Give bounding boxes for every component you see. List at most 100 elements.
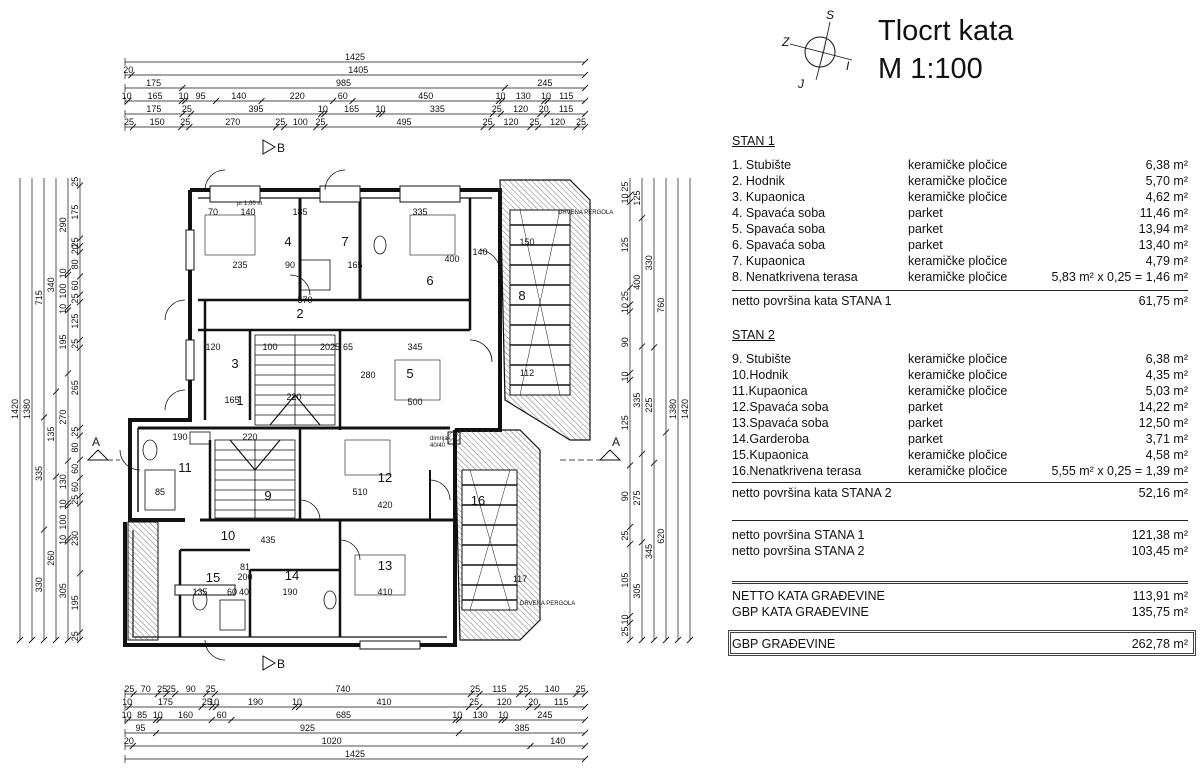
dimension-value: 25 xyxy=(483,117,493,127)
dimension-value: 25 xyxy=(620,291,630,301)
room-name: 4. Spavaća soba xyxy=(732,206,826,220)
inner-dim: 220 xyxy=(242,432,257,442)
drawing-scale: M 1:100 xyxy=(878,53,983,85)
terrace-left xyxy=(127,521,159,641)
total-value: 52,16 m² xyxy=(1138,486,1188,500)
dimension-value: 10 xyxy=(620,614,630,624)
room-area: 4,79 m² xyxy=(1145,254,1188,268)
building-value: 113,91 m² xyxy=(1132,589,1188,603)
dimension-value: 60 xyxy=(70,281,80,291)
dimension-value: 85 xyxy=(137,710,147,720)
section-mark-a: A xyxy=(92,435,100,449)
dimension-value: 125 xyxy=(632,191,642,206)
dimension-value: 100 xyxy=(58,284,68,299)
room-name: 12.Spavaća soba xyxy=(732,400,829,414)
floor-material: keramičke pločice xyxy=(908,174,1008,188)
dimension-value: 1020 xyxy=(322,736,342,746)
dimension-value: 105 xyxy=(620,573,630,588)
dimension-value: 10 xyxy=(122,91,132,101)
windows xyxy=(174,185,461,650)
dimension-value: 305 xyxy=(58,583,68,598)
dimension-value: 175 xyxy=(146,104,161,114)
room-area: 6,38 m² xyxy=(1145,352,1188,366)
dimension-value: 140 xyxy=(231,91,246,101)
inner-dim: 117 xyxy=(513,574,527,584)
room-area: 4,62 m² xyxy=(1145,190,1188,204)
dimension-value: 10 xyxy=(58,304,68,314)
dimension-value: 160 xyxy=(178,710,193,720)
inner-dim: 25 xyxy=(330,342,340,352)
dimension-value: 115 xyxy=(492,684,506,694)
room-name: 9. Stubište xyxy=(732,352,792,366)
dimension-value: 60 xyxy=(70,464,80,474)
room-name: 15.Kupaonica xyxy=(732,448,809,462)
dimension-value: 25 xyxy=(70,339,80,349)
inner-dim: 90 xyxy=(285,260,295,270)
dimension-value: 10 xyxy=(58,499,68,509)
inner-dim: 410 xyxy=(377,587,392,597)
inner-dim: 135 xyxy=(192,587,207,597)
dimension-value: 925 xyxy=(300,723,315,733)
floor-material: keramičke pločice xyxy=(908,352,1008,366)
dimension-value: 25 xyxy=(202,697,212,707)
floor-material: parket xyxy=(908,222,943,236)
inner-dim: 40 xyxy=(239,587,249,597)
dimension-value: 25 xyxy=(124,117,134,127)
inner-dim: 112 xyxy=(520,368,534,378)
inner-dim: 185 xyxy=(292,207,307,217)
pergola-note: DRVENA PERGOLA xyxy=(558,210,613,216)
gbp-box xyxy=(728,630,1196,656)
divider xyxy=(732,482,1188,483)
room-area: 3,71 m² xyxy=(1145,432,1188,446)
dimension-value: 90 xyxy=(186,684,196,694)
inner-dim: 140 xyxy=(240,207,255,217)
dimension-value: 230 xyxy=(70,531,80,546)
inner-dim: 400 xyxy=(444,254,459,264)
inner-dim: 220 xyxy=(286,392,301,402)
dimension-value: 270 xyxy=(225,117,240,127)
divider xyxy=(732,581,1188,584)
inner-dim: 510 xyxy=(352,487,367,497)
dimension-value: 25 xyxy=(275,117,285,127)
dimension-value: 25 xyxy=(166,684,176,694)
dimension-value: 125 xyxy=(620,415,630,430)
room-area: 4,58 m² xyxy=(1145,448,1188,462)
divider xyxy=(732,290,1188,291)
divider xyxy=(732,520,1188,521)
room-number: 4 xyxy=(284,234,291,249)
dimension-value: 90 xyxy=(620,491,630,501)
sanitary-fixtures xyxy=(142,235,387,631)
dimension-value: 25 xyxy=(470,684,480,694)
building-row: NETTO KATA GRAĐEVINE 113,91 m² xyxy=(732,589,1188,605)
pergola-note: DRVENA PERGOLA xyxy=(520,601,575,607)
dimension-value: 10 xyxy=(318,104,328,114)
compass-north: S xyxy=(826,8,834,22)
inner-dim: 435 xyxy=(260,535,275,545)
plan-notes: DRVENA PERGOLA DRVENA PERGOLA dimnjak 40… xyxy=(237,201,613,607)
dimension-value: 760 xyxy=(656,298,666,313)
dimension-value: 395 xyxy=(249,104,264,114)
room-number: 3 xyxy=(231,356,238,371)
netto-value: 103,45 m² xyxy=(1131,544,1188,558)
gbp-row: GBP GRAĐEVINE 262,78 m² xyxy=(732,637,1188,653)
dimension-value: 225 xyxy=(644,398,654,413)
netto-row: netto površina STANA 2 103,45 m² xyxy=(732,544,1188,560)
inner-dim: 65 xyxy=(343,342,353,352)
room-name: 10.Hodnik xyxy=(732,368,789,382)
room-number: 7 xyxy=(341,234,348,249)
dimension-value: 25 xyxy=(492,104,502,114)
inner-dim: 85 xyxy=(155,487,165,497)
dimension-value: 385 xyxy=(514,723,529,733)
dimension-value: 450 xyxy=(418,91,433,101)
dimension-value: 10 xyxy=(620,371,630,381)
dimension-value: 25 xyxy=(70,495,80,505)
dimension-value: 1405 xyxy=(348,65,368,75)
